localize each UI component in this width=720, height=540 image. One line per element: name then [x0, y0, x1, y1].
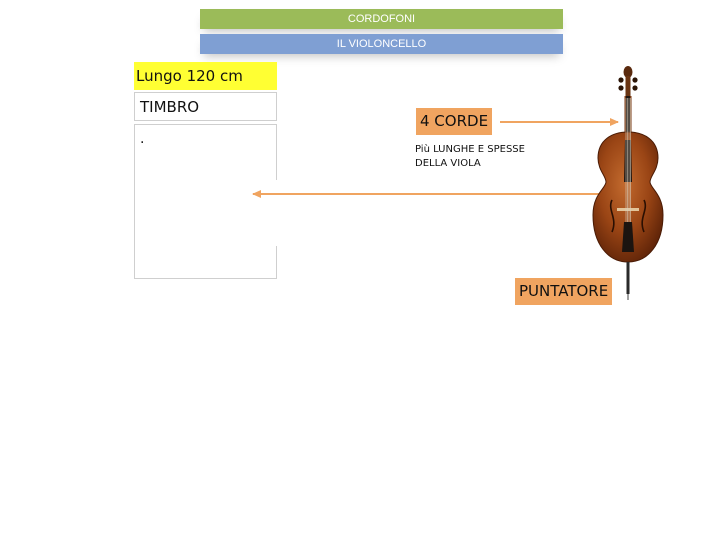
cello-image	[592, 66, 664, 300]
banner-violoncello-text: IL VIOLONCELLO	[336, 38, 427, 50]
notes-box-gap	[276, 180, 280, 246]
banner-violoncello: IL VIOLONCELLO	[200, 34, 563, 54]
timbre-box[interactable]: TIMBRO	[134, 92, 277, 121]
banner-cordofoni-text: CORDOFONI	[347, 13, 416, 25]
strings-tag: 4 CORDE	[416, 108, 493, 135]
endpin-tag: PUNTATORE	[515, 278, 613, 305]
length-label: Lungo 120 cm	[134, 62, 277, 90]
banner-cordofoni: CORDOFONI	[200, 9, 563, 29]
notes-box[interactable]: .	[134, 124, 277, 279]
notes-text: .	[140, 131, 145, 147]
strings-note: Più LUNGHE E SPESSE DELLA VIOLA	[415, 144, 525, 169]
